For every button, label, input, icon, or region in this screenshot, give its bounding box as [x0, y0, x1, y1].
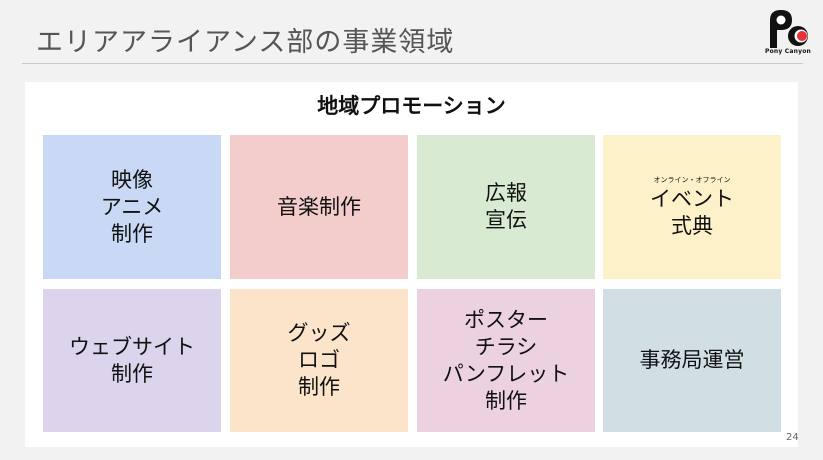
tile-line: アニメ [100, 194, 164, 219]
tile-ruby-caption: オンライン・オフライン [653, 175, 731, 184]
logo-mark-icon [770, 10, 808, 48]
tile-line: ウェブサイト [69, 334, 195, 359]
page-number: 24 [786, 432, 799, 443]
tile-secretariat: 事務局運営 [603, 289, 781, 432]
tile-pr-advertising: 広報 宣伝 [417, 135, 595, 279]
tile-video-anime: 映像 アニメ 制作 [43, 135, 221, 279]
pony-canyon-logo: Pony Canyon [760, 6, 816, 58]
tile-goods-logo: グッズ ロゴ 制作 [230, 289, 408, 432]
tile-line: 事務局運営 [639, 348, 745, 372]
tile-line: 音楽制作 [277, 194, 361, 219]
tile-events-ceremonies: オンライン・オフライン イベント 式典 [603, 135, 781, 279]
tile-line: イベント [650, 186, 734, 211]
tile-line: 式典 [671, 213, 713, 238]
tile-line: ポスター [464, 307, 548, 332]
title-divider [22, 63, 803, 64]
tile-website-production: ウェブサイト 制作 [43, 289, 221, 432]
tile-line: 制作 [298, 375, 340, 399]
tile-line: 制作 [111, 221, 153, 246]
tile-line: 映像 [111, 167, 153, 192]
tile-line: 制作 [485, 388, 527, 413]
tile-music-production: 音楽制作 [230, 135, 408, 279]
tile-line: 制作 [111, 361, 153, 386]
panel-heading: 地域プロモーション [317, 94, 506, 118]
tile-line: チラシ [474, 334, 538, 359]
tile-line: ロゴ [298, 348, 340, 372]
logo-wordmark: Pony Canyon [764, 48, 812, 55]
slide-title: エリアアライアンス部の事業領域 [36, 27, 455, 58]
tile-line: 宣伝 [485, 208, 527, 232]
tile-line: グッズ [287, 321, 351, 345]
tile-line: 広報 [485, 181, 527, 205]
tile-print-materials: ポスター チラシ パンフレット 制作 [417, 289, 595, 432]
tile-line: パンフレット [442, 361, 570, 386]
